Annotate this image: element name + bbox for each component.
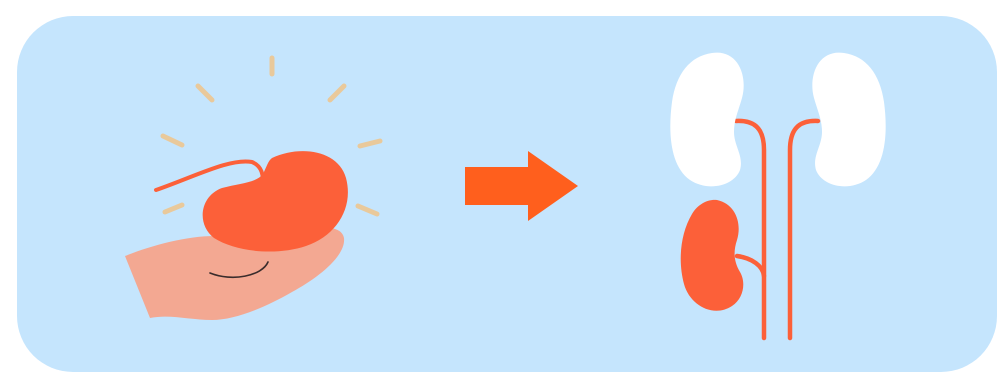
hand-holding-kidney-icon xyxy=(125,58,380,320)
arrow-right-icon xyxy=(465,151,578,221)
left-native-kidney xyxy=(670,53,743,187)
left-ureter xyxy=(736,121,764,338)
right-ureter xyxy=(790,121,818,338)
transplant-ureter xyxy=(737,256,764,276)
ureters xyxy=(736,121,818,338)
kidneys-with-transplant-icon xyxy=(670,53,885,338)
transplanted-kidney xyxy=(681,200,744,311)
right-native-kidney xyxy=(812,53,885,187)
